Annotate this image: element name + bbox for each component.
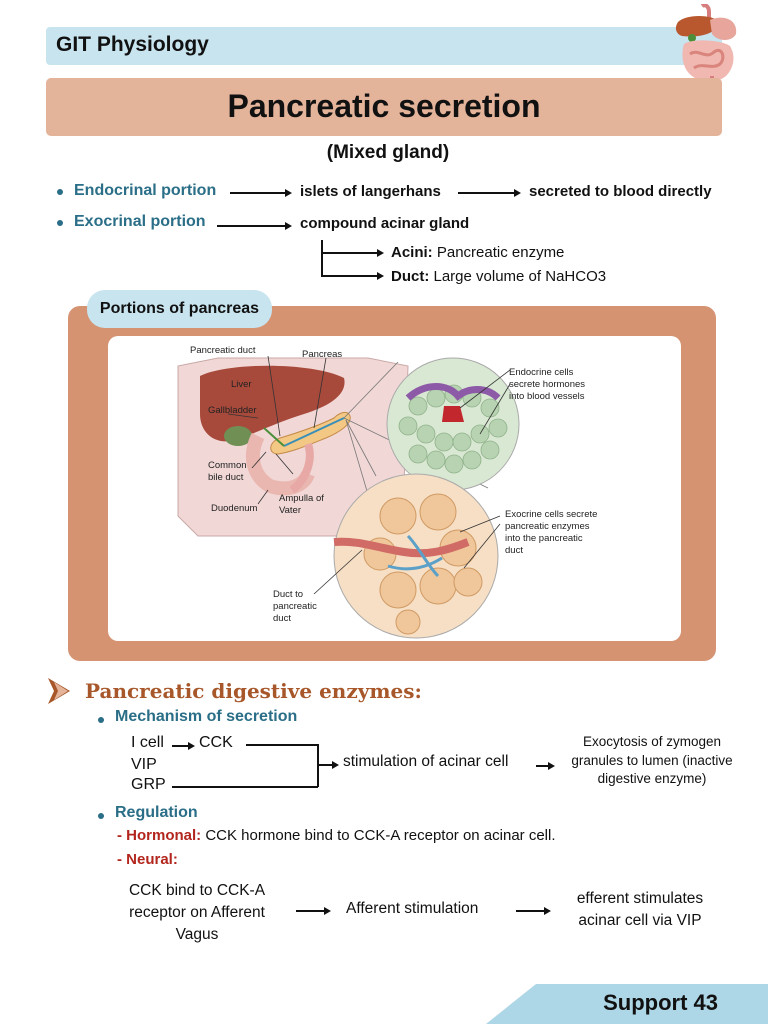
arrow-line <box>321 252 377 254</box>
arrow-line <box>516 910 544 912</box>
duct-label: Duct: <box>391 268 430 285</box>
label-liver: Liver <box>231 379 252 390</box>
arrow-line <box>321 275 377 277</box>
subtitle: (Mixed gland) <box>326 142 450 163</box>
arrow-head-icon <box>377 272 384 280</box>
i-cell: I cell <box>131 734 164 751</box>
bracket-line <box>317 744 319 787</box>
label-gallbladder: Gallbladder <box>208 405 257 416</box>
endocrine-step2: secreted to blood directly <box>529 183 712 200</box>
acini-line: Acini: Pancreatic enzyme <box>391 244 564 261</box>
arrow-head-icon <box>514 189 521 197</box>
support-label: Support 43 <box>603 990 718 1015</box>
arrow-head-icon <box>285 222 292 230</box>
branch-line <box>321 240 323 276</box>
bullet-icon <box>57 189 63 195</box>
pancreas-illustration <box>177 355 520 639</box>
support-tab-shape <box>486 984 768 1024</box>
label-pancreatic-duct: Pancreatic duct <box>190 345 256 356</box>
exocytosis-result: Exocytosis of zymogen granules to lumen … <box>571 734 733 786</box>
double-chevron-icon <box>48 678 70 704</box>
bullet-icon <box>98 717 104 723</box>
duct-text: Large volume of NaHCO3 <box>433 268 607 285</box>
arrow-line <box>318 764 332 766</box>
arrow-head-icon <box>544 907 551 915</box>
bracket-line <box>172 786 318 788</box>
bullet-icon <box>57 220 63 226</box>
acini-text: Pancreatic enzyme <box>436 244 565 261</box>
label-exocrine-cells: Exocrine cells secrete pancreatic enzyme… <box>505 509 598 556</box>
arrow-head-icon <box>285 189 292 197</box>
enzymes-heading: Pancreatic digestive enzymes: <box>85 679 422 703</box>
exocrine-step1: compound acinar gland <box>300 215 470 232</box>
topic-bar: GIT Physiology <box>46 27 722 65</box>
neural-flow-1: CCK bind to CCK-A receptor on Afferent V… <box>128 882 266 943</box>
topic-label: GIT Physiology <box>56 33 209 56</box>
arrow-head-icon <box>332 761 339 769</box>
hormonal-line: - Hormonal: CCK hormone bind to CCK-A re… <box>117 827 556 844</box>
exocrine-label: Exocrinal portion <box>74 213 206 230</box>
neural-flow-2: Afferent stimulation <box>346 900 479 917</box>
cck-label: CCK <box>199 734 233 751</box>
hormonal-text: CCK hormone bind to CCK-A receptor on ac… <box>205 827 556 844</box>
digestive-system-icon <box>675 4 737 94</box>
pancreas-figure: Pancreatic duct Pancreas Liver Gallbladd… <box>108 336 681 641</box>
arrow-line <box>172 745 188 747</box>
stimulation-label: stimulation of acinar cell <box>343 753 509 770</box>
arrow-line <box>458 192 514 194</box>
label-duodenum: Duodenum <box>211 503 258 514</box>
endocrine-step1: islets of langerhans <box>300 183 441 200</box>
arrow-head-icon <box>188 742 195 750</box>
duct-line: Duct: Large volume of NaHCO3 <box>391 268 606 285</box>
endocrine-label: Endocrinal portion <box>74 182 217 199</box>
page-title: Pancreatic secretion <box>227 88 541 124</box>
acini-label: Acini: <box>391 244 433 261</box>
arrow-head-icon <box>377 249 384 257</box>
label-common-bile-duct: Common bile duct <box>208 460 247 483</box>
arrow-line <box>296 910 324 912</box>
mechanism-label: Mechanism of secretion <box>115 708 298 725</box>
hormonal-label: - Hormonal: <box>117 827 202 844</box>
vip-label: VIP <box>131 756 157 773</box>
regulation-label: Regulation <box>115 804 198 821</box>
title-bar: Pancreatic secretion <box>46 78 722 136</box>
arrow-head-icon <box>548 762 555 770</box>
arrow-line <box>217 225 285 227</box>
panel-tag: Portions of pancreas <box>87 290 272 328</box>
label-duct-to-pancreatic: Duct to pancreatic duct <box>273 589 317 624</box>
label-ampulla: Ampulla of Vater <box>279 493 324 516</box>
arrow-line <box>230 192 285 194</box>
label-pancreas: Pancreas <box>302 349 343 360</box>
neural-label: - Neural: <box>117 851 178 868</box>
support-tab: Support 43 <box>486 984 768 1024</box>
bullet-icon <box>98 813 104 819</box>
bracket-line <box>246 744 318 746</box>
label-endocrine-cells: Endocrine cells secrete hormones into bl… <box>509 367 586 402</box>
neural-flow-3: efferent stimulates acinar cell via VIP <box>576 890 704 929</box>
arrow-head-icon <box>324 907 331 915</box>
grp-label: GRP <box>131 776 166 793</box>
arrow-line <box>536 765 548 767</box>
